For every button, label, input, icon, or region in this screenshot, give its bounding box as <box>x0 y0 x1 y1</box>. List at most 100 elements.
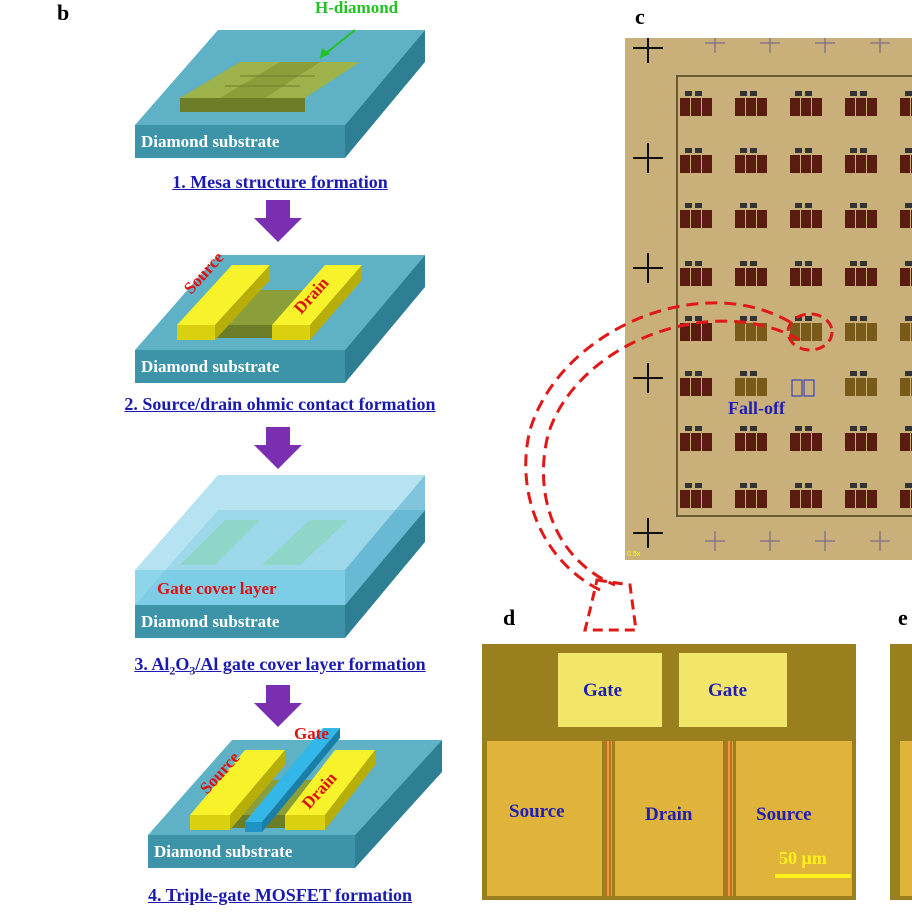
device-pad <box>680 378 690 396</box>
device-gate-pad <box>860 91 867 96</box>
device-pad <box>691 433 701 451</box>
device-pad <box>812 490 822 508</box>
device-pad <box>845 98 855 116</box>
device-pad <box>900 155 910 173</box>
device-pad <box>702 378 712 396</box>
device-pad <box>735 210 745 228</box>
gate-label-d2: Gate <box>708 680 748 701</box>
device-pad <box>757 98 767 116</box>
device-gate-pad <box>795 261 802 266</box>
device-gate-pad <box>860 316 867 321</box>
device-gate-pad <box>740 483 747 488</box>
device-gate-pad <box>795 91 802 96</box>
device-pad <box>702 433 712 451</box>
device-pad <box>735 433 745 451</box>
device-gate-pad <box>740 148 747 153</box>
alignment-cross <box>633 518 663 548</box>
device-pad <box>900 433 910 451</box>
device-pad <box>867 433 877 451</box>
device-pad <box>680 268 690 286</box>
device-gate-pad <box>905 91 912 96</box>
device-pad <box>845 433 855 451</box>
device-gate-pad <box>905 261 912 266</box>
substrate-label-3: Diamond substrate <box>141 612 280 631</box>
device-pad <box>801 490 811 508</box>
alignment-cross <box>815 531 835 551</box>
device-gate-pad <box>850 483 857 488</box>
device-pad <box>812 155 822 173</box>
device-pad <box>845 378 855 396</box>
device-pad <box>680 490 690 508</box>
device-pad <box>900 490 910 508</box>
device-gate-pad <box>750 91 757 96</box>
device-pad <box>746 378 756 396</box>
substrate-label-1: Diamond substrate <box>141 132 280 151</box>
device-gate-pad <box>685 371 692 376</box>
panel-e-micrograph <box>890 644 912 900</box>
device-gate-pad <box>750 426 757 431</box>
device-gate-pad <box>750 203 757 208</box>
device-gate-pad <box>740 426 747 431</box>
single-device-micrograph: Gate Gate Source Drain Source 50 μm <box>482 644 856 900</box>
device-pad <box>856 268 866 286</box>
device-pad <box>680 98 690 116</box>
device-pad <box>900 98 910 116</box>
h-diamond-label: H-diamond <box>315 0 399 17</box>
device-gate-pad <box>740 371 747 376</box>
gate-finger-2 <box>726 741 733 896</box>
device-pad <box>790 323 800 341</box>
device-pad <box>856 98 866 116</box>
device-pad <box>845 210 855 228</box>
array-frame <box>676 75 912 517</box>
device-pad <box>757 268 767 286</box>
device-pad <box>735 490 745 508</box>
panel-label-e: e <box>898 605 908 630</box>
device-pad <box>702 155 712 173</box>
device-gate-pad <box>695 371 702 376</box>
device-gate-pad <box>860 203 867 208</box>
drain-contact-2 <box>272 265 362 340</box>
device-pad <box>845 323 855 341</box>
device-pad <box>790 210 800 228</box>
device-gate-pad <box>740 261 747 266</box>
device-pad <box>867 268 877 286</box>
device-pad <box>856 155 866 173</box>
device-pad <box>812 210 822 228</box>
device-pad <box>801 210 811 228</box>
alignment-cross <box>633 253 663 283</box>
down-arrow-1 <box>254 200 302 242</box>
gate-label-4: Gate <box>294 724 329 743</box>
step-2-caption: 2. Source/drain ohmic contact formation <box>124 394 436 414</box>
drain-label-d: Drain <box>645 804 693 825</box>
step-4-caption: 4. Triple-gate MOSFET formation <box>148 885 412 905</box>
panel-label-d: d <box>503 605 516 630</box>
device-gate-pad <box>850 261 857 266</box>
device-array-grid <box>633 38 912 551</box>
device-pad <box>746 98 756 116</box>
step1-mesa <box>180 62 360 112</box>
source-pad-2 <box>736 741 852 896</box>
source-contact-2 <box>177 265 270 340</box>
device-pad <box>790 268 800 286</box>
device-pad <box>735 323 745 341</box>
device-gate-pad <box>860 426 867 431</box>
device-gate-pad <box>750 316 757 321</box>
device-pad <box>691 155 701 173</box>
device-pad <box>746 490 756 508</box>
device-pad <box>735 155 745 173</box>
device-gate-pad <box>795 316 802 321</box>
device-gate-pad <box>905 148 912 153</box>
device-pad <box>867 155 877 173</box>
device-gate-pad <box>860 261 867 266</box>
device-gate-pad <box>860 483 867 488</box>
device-gate-pad <box>805 261 812 266</box>
device-gate-pad <box>750 371 757 376</box>
device-pad <box>702 210 712 228</box>
device-pad <box>746 155 756 173</box>
device-pad <box>856 433 866 451</box>
device-pad <box>702 323 712 341</box>
device-pad <box>735 378 745 396</box>
device-gate-pad <box>850 91 857 96</box>
device-pad <box>867 323 877 341</box>
